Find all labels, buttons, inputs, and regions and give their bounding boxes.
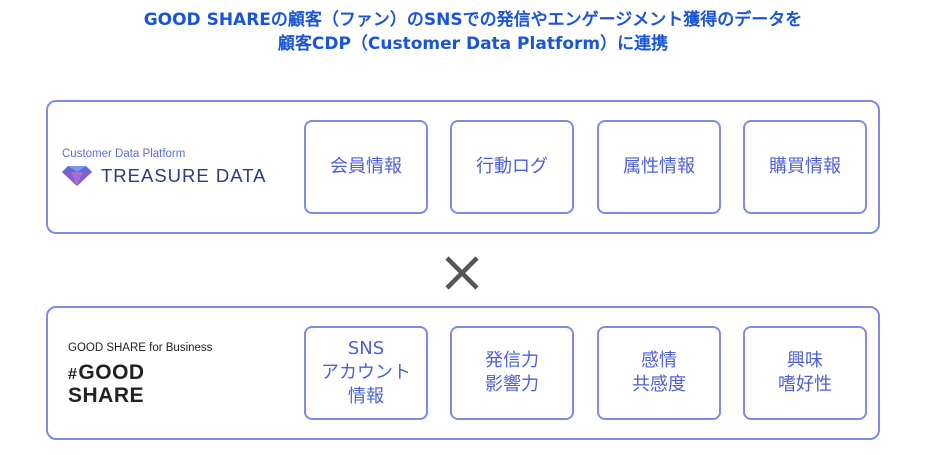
good-share-caption: GOOD SHARE for Business: [68, 342, 213, 354]
cdp-panel: Customer Data Platform TREASURE DATA 会員情…: [46, 100, 880, 234]
cdp-caption: Customer Data Platform: [62, 148, 186, 160]
purchase-info-box: 購買情報: [743, 120, 867, 214]
title-line-2: 顧客CDP（Customer Data Platform）に連携: [277, 34, 669, 54]
behavior-log-box: 行動ログ: [450, 120, 574, 214]
treasure-data-wordmark: TREASURE DATA: [101, 165, 267, 186]
influence-box: 発信力 影響力: [450, 326, 574, 420]
good-share-logo-hash: #: [68, 366, 78, 383]
good-share-logo-line1: GOOD: [78, 361, 145, 384]
interest-preference-box: 興味 嗜好性: [743, 326, 867, 420]
attribute-info-box: 属性情報: [597, 120, 721, 214]
treasure-data-brand: Customer Data Platform TREASURE DATA: [62, 148, 266, 187]
diagram-title: GOOD SHAREの顧客（ファン）のSNSでの発信やエンゲージメント獲得のデー…: [0, 8, 946, 56]
multiply-icon: [445, 256, 479, 290]
member-info-box: 会員情報: [304, 120, 428, 214]
good-share-brand: GOOD SHARE for Business #GOOD SHARE: [68, 342, 212, 406]
good-share-logo-line2: SHARE: [68, 384, 145, 407]
title-line-1: GOOD SHAREの顧客（ファン）のSNSでの発信やエンゲージメント獲得のデー…: [143, 10, 803, 30]
sns-account-info-box: SNS アカウント 情報: [304, 326, 428, 420]
good-share-panel: GOOD SHARE for Business #GOOD SHARE SNS …: [46, 306, 880, 440]
gem-icon: [62, 166, 92, 186]
good-share-logo: #GOOD SHARE: [68, 362, 212, 406]
emotion-empathy-box: 感情 共感度: [597, 326, 721, 420]
treasure-data-logo: TREASURE DATA: [62, 165, 266, 187]
